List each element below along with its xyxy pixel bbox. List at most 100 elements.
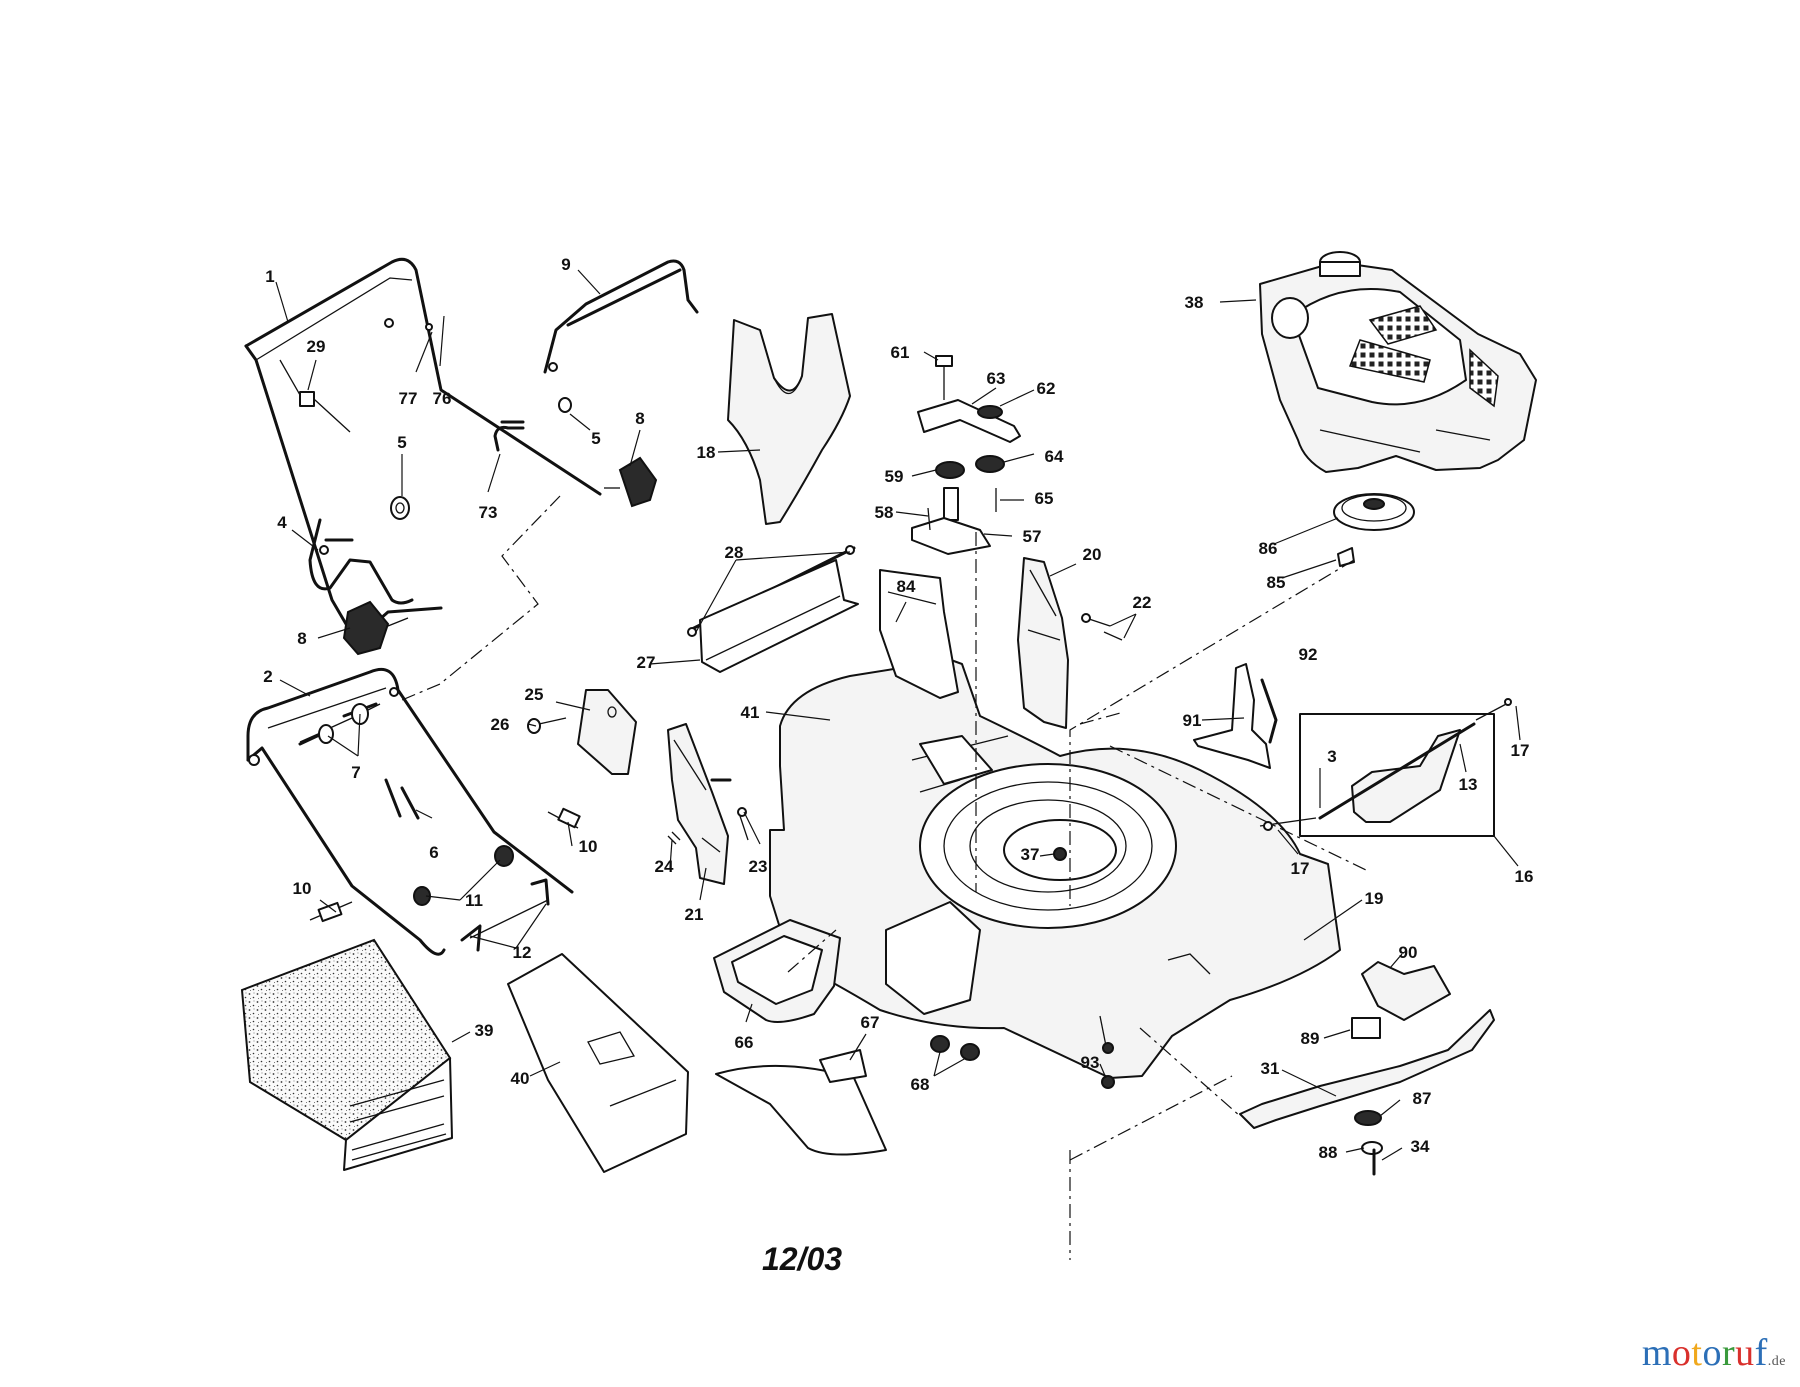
leader-lines	[275, 269, 1521, 1161]
watermark-letter: f	[1754, 1332, 1768, 1374]
handle-spacer	[390, 496, 410, 520]
callout-label: 89	[1301, 1029, 1320, 1048]
callout-label: 88	[1319, 1143, 1338, 1162]
callout-label: 13	[1459, 775, 1478, 794]
callout-label: 68	[911, 1075, 930, 1094]
bolt-right	[547, 807, 581, 829]
callout-label: 7	[351, 763, 360, 782]
engine	[1259, 251, 1537, 473]
grass-bag	[240, 938, 453, 1171]
callout-label: 67	[861, 1013, 880, 1032]
callout-labels: 1 29 77 76 9 5 5 73 8 4 8 2 7 6 10 11 10…	[263, 255, 1533, 1162]
mulch-plate	[577, 689, 637, 775]
callout-label: 17	[1511, 741, 1530, 760]
callout-label: 29	[307, 337, 326, 356]
callout-label: 4	[277, 513, 287, 532]
callout-label: 37	[1021, 845, 1040, 864]
callout-label: 73	[479, 503, 498, 522]
callout-label: 2	[263, 667, 272, 686]
callout-label: 22	[1133, 593, 1152, 612]
callout-label: 62	[1037, 379, 1056, 398]
bolt-small	[737, 807, 749, 841]
callout-label: 64	[1045, 447, 1064, 466]
callout-label: 5	[591, 429, 600, 448]
watermark-letter: u	[1735, 1332, 1755, 1374]
pulley	[1333, 493, 1415, 531]
callout-label: 1	[265, 267, 274, 286]
blade-washer	[1354, 1110, 1383, 1176]
callout-label: 66	[735, 1033, 754, 1052]
callout-label: 3	[1327, 747, 1336, 766]
pivot-assembly	[911, 355, 1021, 555]
watermark-letter: o	[1671, 1332, 1692, 1374]
callout-label: 63	[987, 369, 1006, 388]
mulch-insert	[715, 1049, 887, 1156]
callout-label: 76	[433, 389, 452, 408]
callout-label: 20	[1083, 545, 1102, 564]
height-adjuster-right	[1017, 557, 1069, 729]
callout-label: 65	[1035, 489, 1054, 508]
callout-label: 59	[885, 467, 904, 486]
wing-knob-lower	[342, 600, 409, 656]
height-adjuster-left	[667, 723, 732, 885]
callout-label: 39	[475, 1021, 494, 1040]
callout-label: 57	[1023, 527, 1042, 546]
rear-deflector	[727, 313, 851, 525]
watermark-logo: motoruf.de	[1642, 1331, 1786, 1375]
watermark-letter: t	[1691, 1332, 1703, 1374]
callout-label: 86	[1259, 539, 1278, 558]
callout-label: 85	[1267, 573, 1286, 592]
callout-label: 17	[1291, 859, 1310, 878]
watermark-letter: o	[1702, 1332, 1722, 1374]
callout-label: 12	[513, 943, 532, 962]
carriage-bolts	[298, 702, 378, 746]
callout-label: 91	[1183, 711, 1202, 730]
callout-label: 93	[1081, 1053, 1100, 1072]
callout-label: 26	[491, 715, 510, 734]
deck-nuts	[930, 1035, 980, 1061]
wing-knob-upper	[604, 456, 658, 508]
spacer-small	[558, 397, 572, 413]
control-bail	[543, 259, 699, 374]
callout-label: 18	[697, 443, 716, 462]
callout-label: 8	[635, 409, 644, 428]
safety-handle	[1193, 663, 1278, 769]
callout-label: 23	[749, 857, 768, 876]
callout-label: 41	[741, 703, 760, 722]
callout-label: 25	[525, 685, 544, 704]
callout-label: 28	[725, 543, 744, 562]
key	[1337, 547, 1355, 567]
callout-label: 9	[561, 255, 570, 274]
callout-label: 19	[1365, 889, 1384, 908]
callout-label: 8	[297, 629, 306, 648]
lower-handle	[246, 667, 574, 956]
callout-label: 5	[397, 433, 406, 452]
rear-flap	[713, 901, 981, 1023]
callout-label: 87	[1413, 1089, 1432, 1108]
callout-label: 6	[429, 843, 438, 862]
callout-label: 11	[465, 891, 483, 910]
cable-clip	[279, 359, 351, 433]
rear-door	[687, 545, 859, 673]
callout-label: 38	[1185, 293, 1204, 312]
spring-small	[667, 831, 681, 845]
callout-label: 24	[655, 857, 674, 876]
callout-label: 27	[637, 653, 656, 672]
upper-handle	[244, 257, 602, 634]
callout-label: 40	[511, 1069, 530, 1088]
callout-label: 34	[1411, 1137, 1430, 1156]
handle-pins	[460, 878, 550, 952]
callout-label: 10	[293, 879, 312, 898]
callout-label: 31	[1261, 1059, 1280, 1078]
watermark-letter: m	[1641, 1332, 1672, 1374]
assembly-lines	[401, 495, 1367, 1260]
discharge-chute-inset	[1259, 698, 1512, 837]
pins	[384, 778, 420, 820]
handle-bracket	[308, 518, 414, 605]
callout-label: 10	[579, 837, 598, 856]
callout-label: 61	[891, 343, 910, 362]
blade	[1239, 1009, 1495, 1129]
bolt-left	[309, 901, 353, 923]
callout-label: 92	[1299, 645, 1318, 664]
